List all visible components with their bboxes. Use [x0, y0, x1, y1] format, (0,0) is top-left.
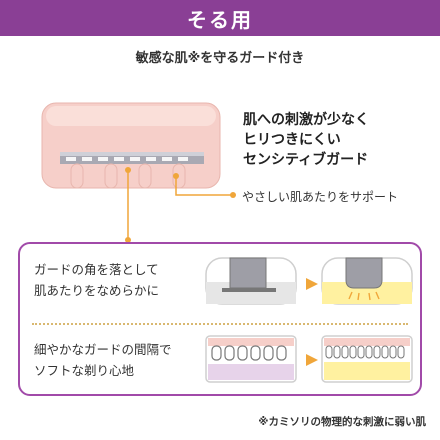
guard-highlight	[46, 106, 216, 126]
before-corner-edge	[222, 288, 276, 292]
blade-edge	[60, 152, 204, 156]
feature-line-2: ヒリつきにくい	[243, 132, 341, 148]
support-text: やさしい肌あたりをサポート	[242, 190, 399, 204]
after-corner-sparkles	[348, 291, 380, 301]
callout-dot-bottom	[125, 237, 131, 243]
feature-line-3: センシティブガード	[243, 152, 369, 168]
callout-line-right	[175, 176, 232, 196]
after-gap-top	[324, 338, 410, 346]
before-gap-top	[208, 338, 294, 346]
before-gap-teeth	[211, 345, 287, 361]
feature-panel: ガードの角を落として 肌あたりをなめらかに 細やかなガードの間隔で ソフトな剃り…	[18, 242, 422, 396]
corner-text: ガードの角を落として 肌あたりをなめらかに	[34, 259, 159, 301]
after-gap-teeth	[325, 345, 405, 359]
header-title: そる用	[187, 7, 253, 32]
gaps-text: 細やかなガードの間隔で ソフトな剃り心地	[34, 339, 172, 381]
callout-dot-support	[230, 192, 236, 198]
gaps-text-line-1: 細やかなガードの間隔で	[34, 342, 172, 357]
header-bar: そる用	[0, 0, 440, 36]
callout-dot-finger	[173, 173, 179, 179]
corner-text-line-2: 肌あたりをなめらかに	[34, 283, 160, 298]
before-corner-block	[229, 257, 267, 289]
arrow-right-icon	[306, 354, 318, 366]
feature-line-1: 肌への刺激が少なく	[243, 112, 369, 128]
before-corner-base	[206, 282, 296, 304]
after-gap-skin	[324, 362, 410, 380]
gaps-text-line-2: ソフトな剃り心地	[34, 363, 135, 378]
panel-divider	[32, 323, 408, 325]
footnote: ※カミソリの物理的な刺激に弱い肌	[258, 416, 426, 428]
gap-diagram	[205, 335, 413, 383]
corner-text-line-1: ガードの角を落として	[34, 262, 159, 277]
corner-diagram	[205, 257, 413, 305]
razor-head-illustration	[41, 102, 236, 243]
before-gap-skin	[208, 364, 294, 380]
subtitle: 敏感な肌※を守るガード付き	[135, 51, 305, 66]
arrow-right-icon	[306, 278, 318, 290]
blade-slots	[66, 157, 188, 161]
after-corner-skin	[322, 282, 412, 304]
after-corner-block	[345, 257, 383, 289]
callout-dot-top	[125, 167, 131, 173]
